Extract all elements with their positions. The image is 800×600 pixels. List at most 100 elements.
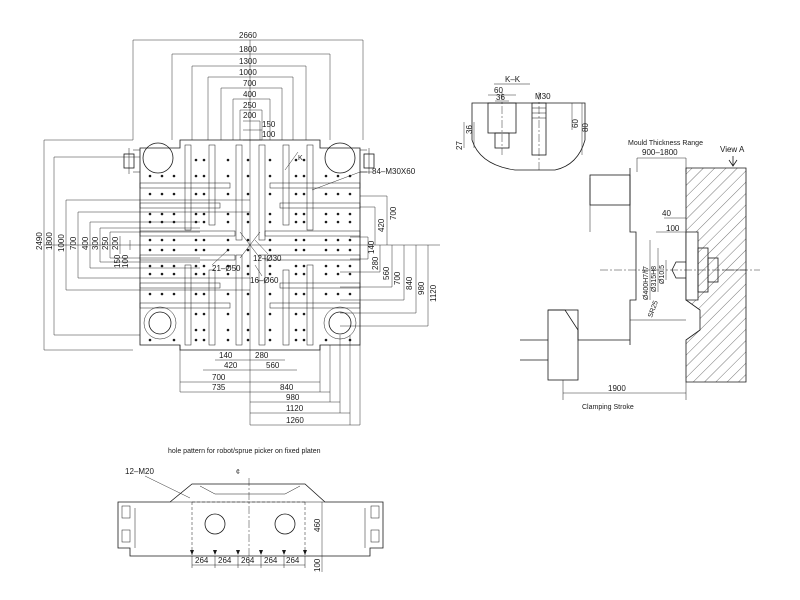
platen-hole (324, 192, 328, 196)
dim-2490: 2490 (35, 232, 44, 250)
kk-dim-80-v: 80 (581, 123, 590, 132)
platen-hole (246, 328, 250, 332)
platen-hole (202, 264, 206, 268)
right-dimensions (250, 195, 440, 327)
side-view: Mould Thickness Range 900–1800 View A 40… (520, 140, 760, 411)
platen-hole (348, 220, 352, 224)
callout-12-holes: 12–Ø30 (253, 254, 282, 263)
robot-hole-mark (303, 550, 307, 555)
kk-dim-60: 60 (494, 86, 503, 95)
platen-hole (226, 264, 230, 268)
robot-hole-view: hole pattern for robot/sprue picker on f… (117, 448, 384, 572)
platen-hole (226, 272, 230, 276)
platen-hole (294, 212, 298, 216)
platen-hole (348, 238, 352, 242)
platen-hole (194, 338, 198, 342)
platen-hole (148, 338, 152, 342)
platen-hole (194, 292, 198, 296)
platen-hole (194, 192, 198, 196)
top-dimensions (132, 39, 364, 350)
platen-hole (226, 158, 230, 162)
platen-hole (160, 248, 164, 252)
dim-700-r2: 700 (393, 271, 402, 285)
kk-dim-27: 27 (455, 141, 464, 150)
platen-hole (302, 338, 306, 342)
robot-hole-mark (236, 550, 240, 555)
platen-hole (148, 264, 152, 268)
platen-hole (202, 328, 206, 332)
robot-dim-100: 100 (313, 558, 322, 572)
platen-hole (226, 220, 230, 224)
platen-hole (336, 248, 340, 252)
platen-hole (202, 238, 206, 242)
platen-hole (246, 272, 250, 276)
dim-420-r: 420 (377, 218, 386, 232)
dim-1000: 1000 (239, 68, 257, 77)
platen-hole (160, 264, 164, 268)
platen-hole (302, 220, 306, 224)
platen-hole (226, 328, 230, 332)
robot-hole-mark (259, 550, 263, 555)
platen-hole (348, 212, 352, 216)
platen-hole (336, 238, 340, 242)
robot-dim-264-5: 264 (286, 556, 300, 565)
dim-1120-r: 1120 (429, 284, 438, 302)
kk-dim-36-v: 36 (465, 125, 474, 134)
side-dim-40: 40 (662, 209, 671, 218)
robot-dim-264-2: 264 (218, 556, 232, 565)
platen-hole (194, 158, 198, 162)
section-kk-view: K–K 60 36 M30 27 36 60 80 (455, 75, 590, 171)
platen-hole (172, 238, 176, 242)
dim-420-b: 420 (224, 361, 238, 370)
platen-hole (324, 238, 328, 242)
platen-hole (202, 220, 206, 224)
platen-front-view: 2660 1800 1300 1000 700 400 250 200 150 … (35, 31, 440, 426)
kk-dim-36: 36 (496, 93, 505, 102)
platen-hole (226, 292, 230, 296)
dim-140-r: 140 (367, 240, 376, 254)
platen-hole (172, 212, 176, 216)
dim-300-v: 300 (91, 236, 100, 250)
dim-1300: 1300 (239, 57, 257, 66)
platen-hole (226, 212, 230, 216)
section-kk-title: K–K (505, 75, 521, 84)
side-dim-100: 100 (666, 224, 680, 233)
mould-thickness-value: 900–1800 (642, 148, 678, 157)
platen-hole (202, 212, 206, 216)
dim-560-b: 560 (266, 361, 280, 370)
dim-1800: 1800 (239, 45, 257, 54)
platen-hole (302, 158, 306, 162)
platen-hole (160, 238, 164, 242)
platen-hole (226, 238, 230, 242)
section-kk-outline (471, 102, 586, 171)
platen-hole (148, 292, 152, 296)
bottom-dimensions (179, 335, 361, 426)
platen-hole (324, 292, 328, 296)
platen-hole (160, 192, 164, 196)
dim-840-r: 840 (405, 276, 414, 290)
platen-hole (348, 264, 352, 268)
platen-hole (226, 312, 230, 316)
side-dim-10-5: Ø10.5 (659, 265, 666, 284)
platen-hole (294, 158, 298, 162)
platen-hole (348, 292, 352, 296)
platen-hole (246, 174, 250, 178)
side-dim-sr25: SR25 (647, 300, 660, 319)
dim-100: 100 (262, 130, 276, 139)
platen-hole (336, 192, 340, 196)
robot-dim-264-1: 264 (195, 556, 209, 565)
callout-16-holes: 16–Ø60 (250, 276, 279, 285)
platen-hole (294, 292, 298, 296)
robot-dim-460: 460 (313, 518, 322, 532)
dim-980-b: 980 (286, 393, 300, 402)
platen-hole (202, 192, 206, 196)
platen-hole (294, 264, 298, 268)
dim-280-b: 280 (255, 351, 269, 360)
platen-hole (294, 328, 298, 332)
platen-hole (226, 174, 230, 178)
dim-980-r: 980 (417, 281, 426, 295)
platen-hole (194, 264, 198, 268)
platen-hole (160, 212, 164, 216)
platen-hole (172, 248, 176, 252)
dim-150-v: 150 (113, 254, 122, 268)
